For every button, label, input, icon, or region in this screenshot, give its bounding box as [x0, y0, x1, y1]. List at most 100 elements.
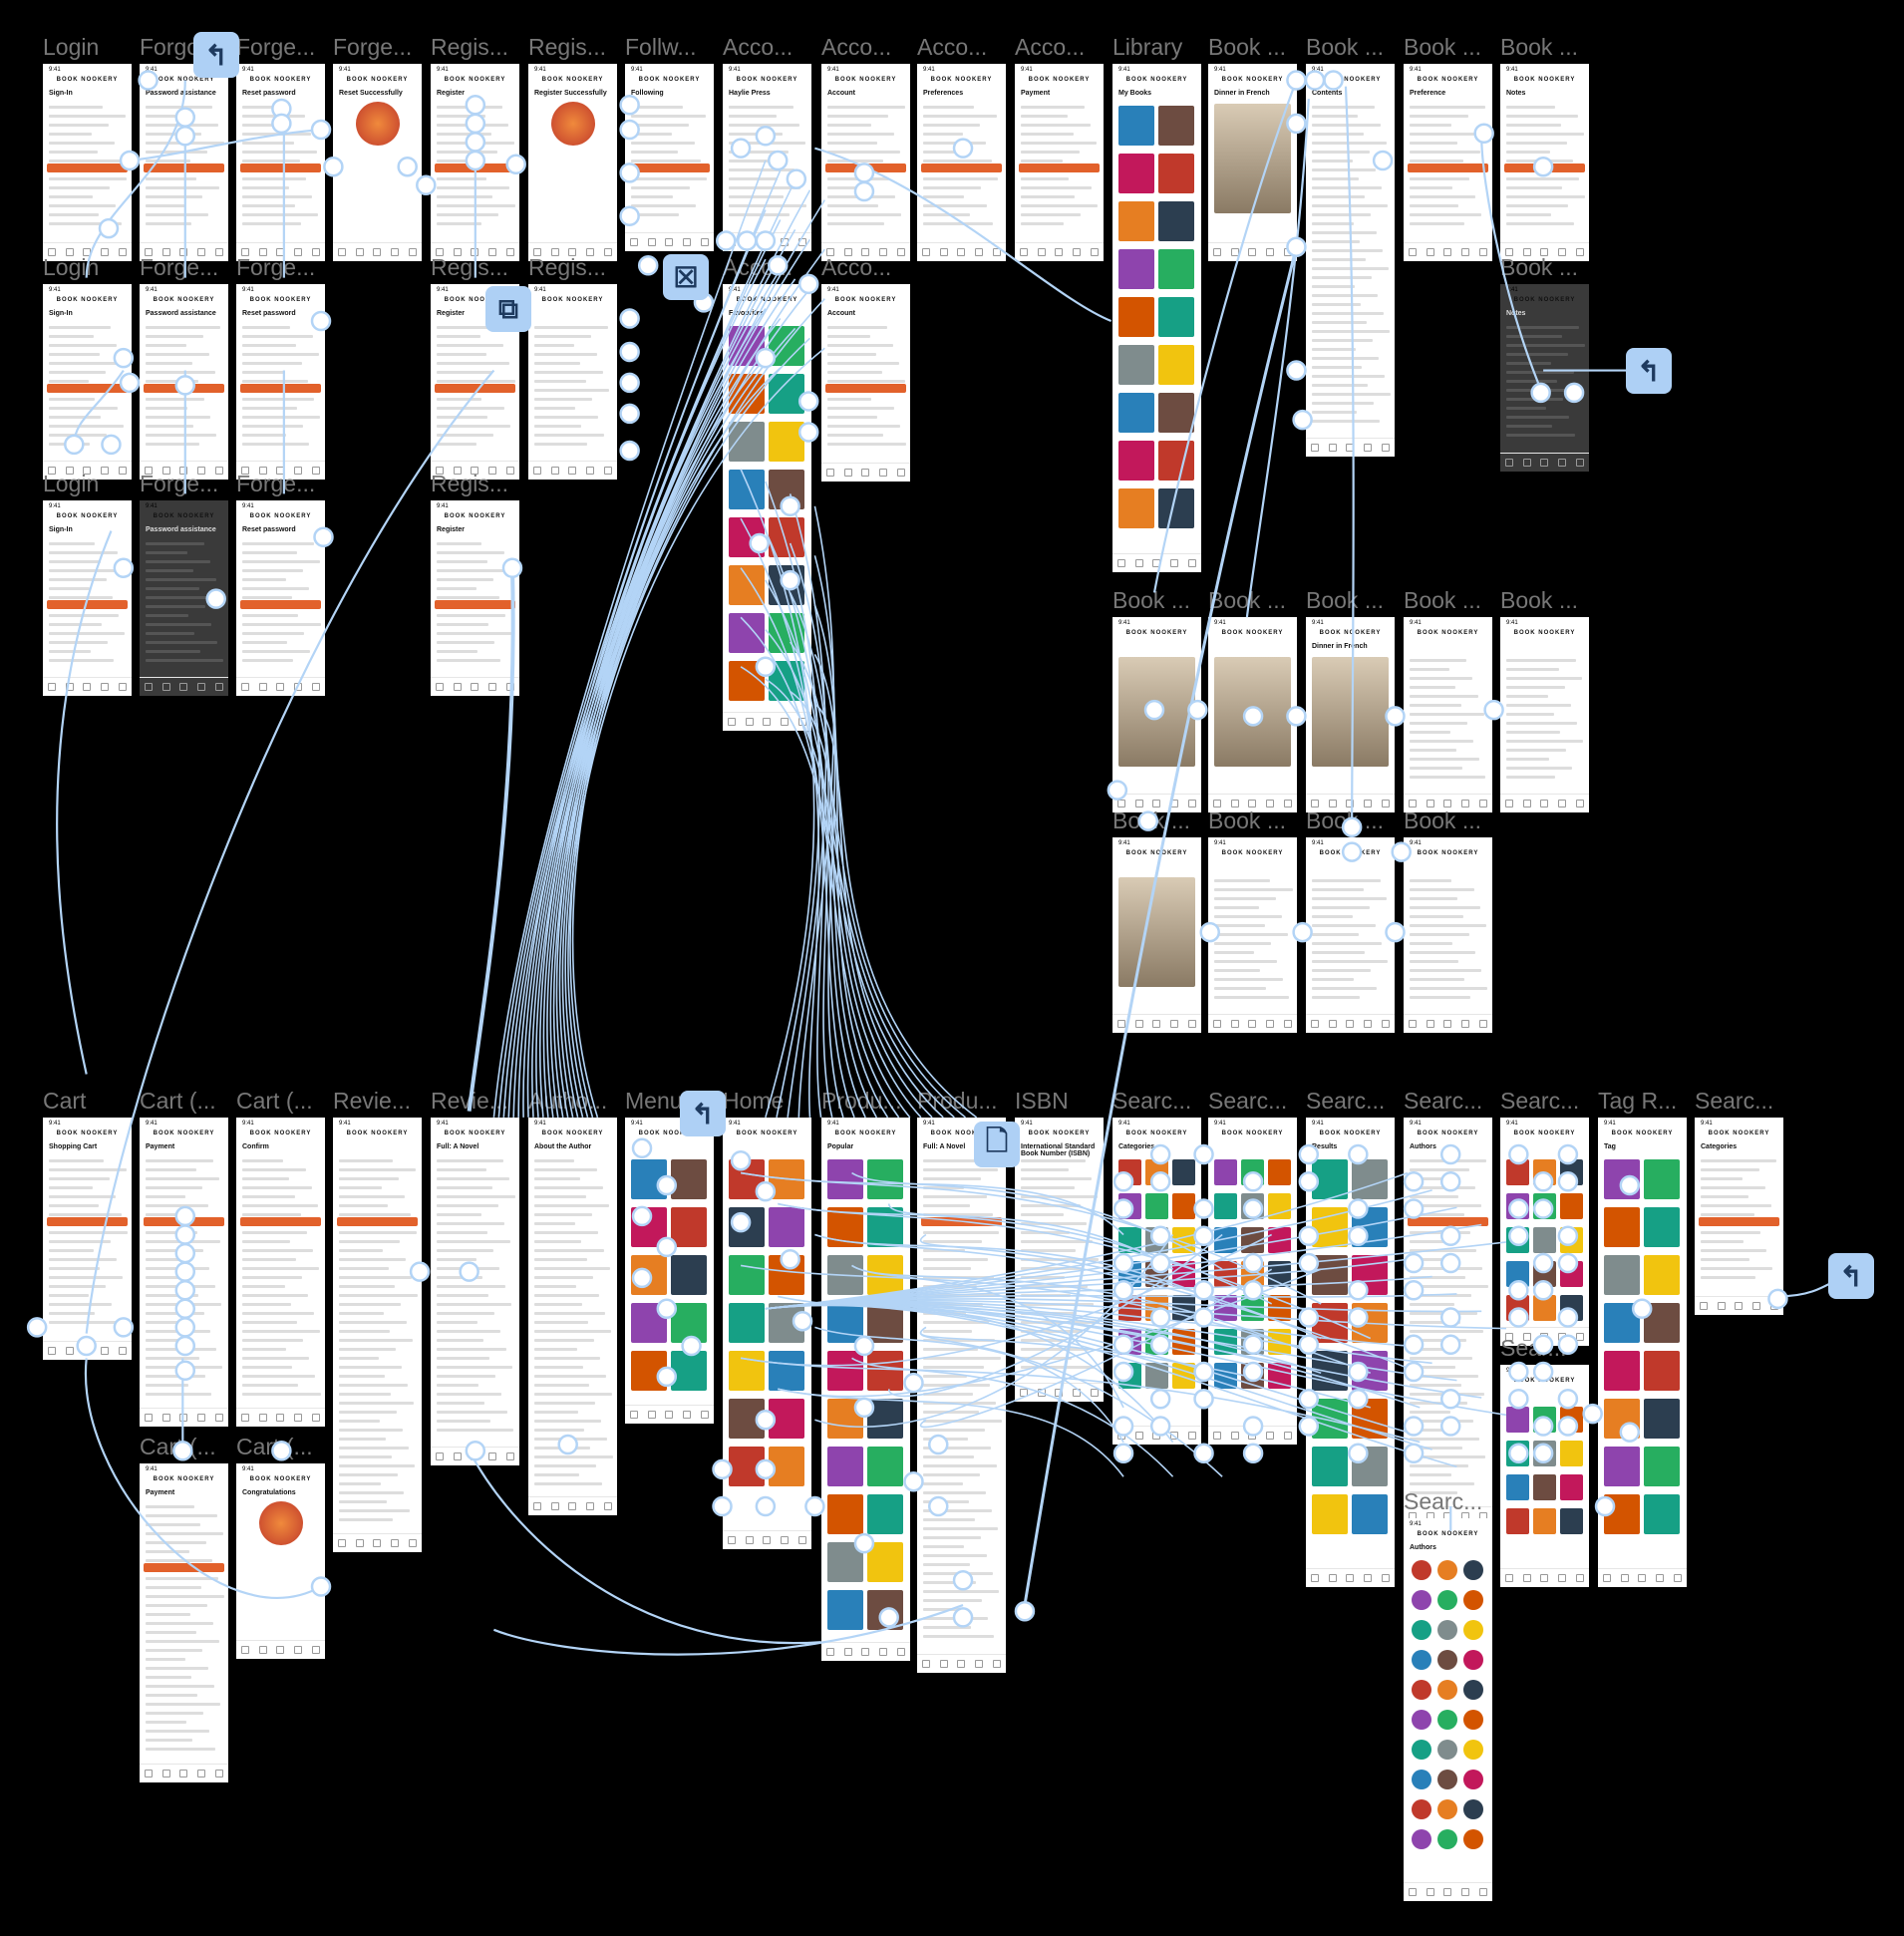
- book-cover[interactable]: [1506, 1441, 1529, 1466]
- book-cover[interactable]: [1172, 1261, 1195, 1287]
- tab-icon[interactable]: [119, 1347, 128, 1355]
- tab-icon[interactable]: [1576, 248, 1585, 256]
- tab-icon[interactable]: [1504, 459, 1513, 467]
- book-cover[interactable]: [1268, 1261, 1291, 1287]
- bottom-tab-bar[interactable]: [1404, 242, 1492, 261]
- tab-icon[interactable]: [373, 248, 382, 256]
- book-cover[interactable]: [729, 613, 765, 653]
- book-cover[interactable]: [1644, 1447, 1680, 1486]
- author-avatar[interactable]: [1412, 1590, 1431, 1610]
- tab-icon[interactable]: [647, 1411, 656, 1419]
- book-cover[interactable]: [1145, 1363, 1168, 1389]
- tab-icon[interactable]: [1266, 1432, 1275, 1440]
- tab-icon[interactable]: [1558, 459, 1567, 467]
- tab-icon[interactable]: [1091, 248, 1100, 256]
- tab-icon[interactable]: [1073, 1389, 1082, 1397]
- tab-icon[interactable]: [532, 467, 541, 475]
- book-cover[interactable]: [1506, 1474, 1529, 1500]
- tab-icon[interactable]: [1461, 800, 1470, 807]
- tab-icon[interactable]: [1188, 559, 1197, 567]
- back-arrow-icon[interactable]: ↰: [1828, 1253, 1874, 1299]
- book-cover[interactable]: [729, 565, 765, 605]
- book-cover[interactable]: [1118, 154, 1154, 193]
- book-cover[interactable]: [1506, 1193, 1529, 1219]
- book-cover[interactable]: [1172, 1329, 1195, 1355]
- book-cover[interactable]: [827, 1255, 863, 1295]
- tab-icon[interactable]: [1364, 1574, 1373, 1582]
- book-cover[interactable]: [769, 422, 804, 462]
- tab-icon[interactable]: [1284, 1020, 1293, 1028]
- book-cover[interactable]: [769, 1303, 804, 1343]
- book-cover[interactable]: [1118, 1363, 1141, 1389]
- tab-icon[interactable]: [240, 683, 249, 691]
- tab-icon[interactable]: [1230, 248, 1239, 256]
- tab-icon[interactable]: [355, 248, 364, 256]
- tab-icon[interactable]: [1037, 1389, 1046, 1397]
- book-cover[interactable]: [1352, 1351, 1388, 1391]
- tab-icon[interactable]: [1188, 1432, 1197, 1440]
- bottom-tab-bar[interactable]: [1598, 1568, 1687, 1587]
- tab-icon[interactable]: [1152, 800, 1161, 807]
- bottom-tab-bar[interactable]: [140, 1408, 228, 1427]
- tab-icon[interactable]: [1284, 800, 1293, 807]
- book-cover[interactable]: [1533, 1474, 1556, 1500]
- tab-icon[interactable]: [861, 469, 870, 477]
- primary-button[interactable]: [144, 163, 224, 172]
- book-cover[interactable]: [1560, 1261, 1583, 1287]
- back-arrow-icon[interactable]: ↰: [680, 1091, 726, 1136]
- bottom-tab-bar[interactable]: [1112, 1426, 1201, 1445]
- tab-icon[interactable]: [83, 1347, 92, 1355]
- author-avatar[interactable]: [1412, 1740, 1431, 1760]
- book-cover[interactable]: [1118, 249, 1154, 289]
- book-cover[interactable]: [671, 1303, 707, 1343]
- tab-icon[interactable]: [1328, 800, 1337, 807]
- bottom-tab-bar[interactable]: [333, 242, 422, 261]
- book-cover[interactable]: [827, 1542, 863, 1582]
- tab-icon[interactable]: [1152, 1432, 1161, 1440]
- tab-icon[interactable]: [83, 683, 92, 691]
- tab-icon[interactable]: [506, 683, 515, 691]
- book-cover[interactable]: [867, 1351, 903, 1391]
- book-cover[interactable]: [631, 1351, 667, 1391]
- tab-icon[interactable]: [101, 1347, 110, 1355]
- book-cover[interactable]: [631, 1255, 667, 1295]
- tab-icon[interactable]: [1248, 1020, 1257, 1028]
- primary-button[interactable]: [1504, 163, 1585, 172]
- book-cover[interactable]: [1214, 1159, 1237, 1185]
- tab-icon[interactable]: [1170, 1432, 1179, 1440]
- author-avatar[interactable]: [1463, 1560, 1483, 1580]
- book-cover[interactable]: [1158, 106, 1194, 146]
- book-cover[interactable]: [1506, 1159, 1529, 1185]
- hotspot-dot[interactable]: [1193, 1443, 1214, 1463]
- author-avatar[interactable]: [1463, 1740, 1483, 1760]
- book-cover[interactable]: [1158, 154, 1194, 193]
- tab-icon[interactable]: [409, 248, 418, 256]
- tab-icon[interactable]: [1248, 1432, 1257, 1440]
- author-avatar[interactable]: [1437, 1560, 1457, 1580]
- tab-icon[interactable]: [312, 1646, 321, 1654]
- book-cover[interactable]: [827, 1303, 863, 1343]
- tab-icon[interactable]: [47, 1347, 56, 1355]
- book-cover[interactable]: [769, 613, 804, 653]
- book-cover[interactable]: [1214, 1261, 1237, 1287]
- book-cover[interactable]: [1268, 1193, 1291, 1219]
- bottom-tab-bar[interactable]: [43, 1341, 132, 1360]
- book-cover[interactable]: [1145, 1227, 1168, 1253]
- author-avatar[interactable]: [1437, 1829, 1457, 1849]
- tab-icon[interactable]: [861, 1648, 870, 1656]
- tab-icon[interactable]: [1328, 444, 1337, 452]
- tab-icon[interactable]: [435, 683, 444, 691]
- bottom-tab-bar[interactable]: [431, 1447, 519, 1465]
- book-cover[interactable]: [867, 1159, 903, 1199]
